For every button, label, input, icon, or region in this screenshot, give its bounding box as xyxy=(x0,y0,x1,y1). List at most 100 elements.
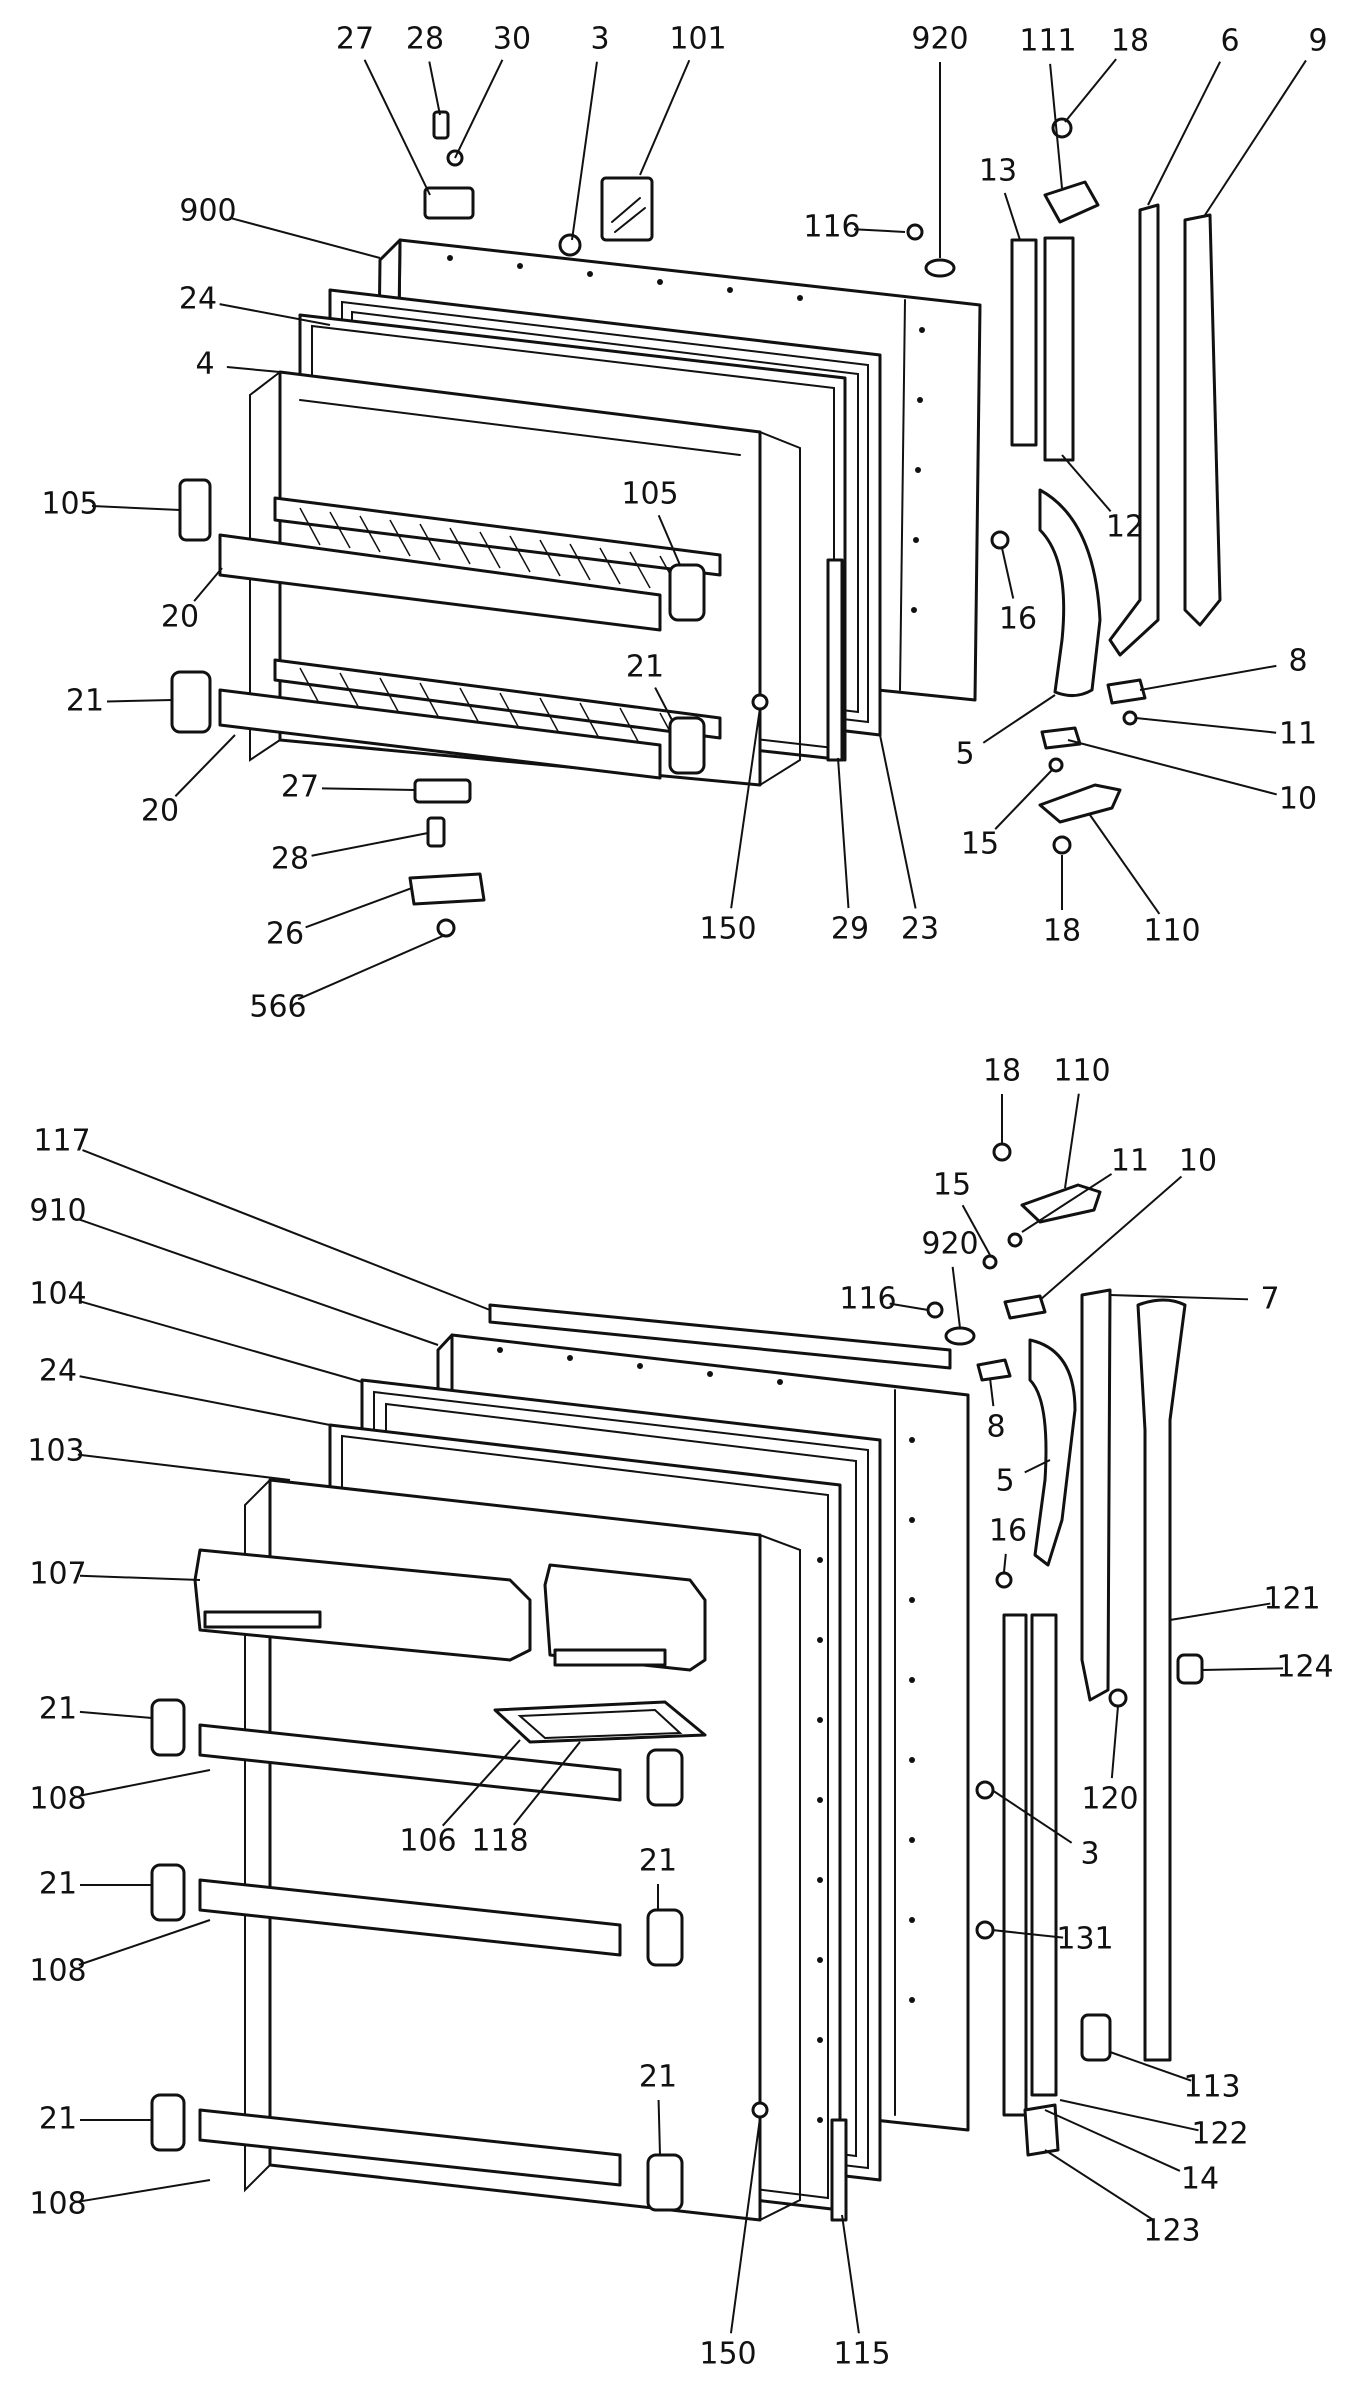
callout-leader-900 xyxy=(228,216,381,259)
shelf-retainer-left-3 xyxy=(150,2093,186,2152)
dairy-door-left xyxy=(193,1548,532,1662)
callout-label: 18 xyxy=(983,1054,1021,1089)
gasket-strip-115 xyxy=(830,2118,848,2222)
callout-label: 21 xyxy=(639,1844,677,1879)
callout-leader-21 xyxy=(654,687,673,721)
callout-leader-116 xyxy=(853,228,906,233)
callout-label: 21 xyxy=(39,2102,77,2137)
callout-leader-110 xyxy=(1064,1093,1080,1189)
callout-label: 101 xyxy=(669,22,726,57)
callout-leader-5 xyxy=(1024,1459,1051,1474)
fresh-food-door-assembly xyxy=(150,1142,1204,2222)
cap-113 xyxy=(1080,2013,1112,2062)
door-liner xyxy=(218,370,801,787)
screw-15 xyxy=(1048,757,1064,773)
callout-leader-566 xyxy=(297,934,446,1001)
callout-label: 21 xyxy=(39,1692,77,1727)
callout-leader-122 xyxy=(1059,2099,1199,2132)
callout-label: 27 xyxy=(336,22,374,57)
screw-120 xyxy=(1108,1688,1128,1708)
callout-leader-28 xyxy=(428,61,441,116)
shelf-retainer-right-lower xyxy=(668,716,706,775)
callout-label: 113 xyxy=(1183,2070,1240,2105)
callout-leader-24 xyxy=(219,303,331,326)
callout-label: 106 xyxy=(399,1824,456,1859)
callout-label: 108 xyxy=(29,1954,86,1989)
hinge-plate-26 xyxy=(408,872,486,906)
shelf-retainer-right-2 xyxy=(646,1908,684,1967)
hinge-cover-110 xyxy=(1038,783,1122,824)
callout-label: 27 xyxy=(281,770,319,805)
callout-leader-131 xyxy=(991,1929,1064,1939)
callout-leader-10 xyxy=(1039,1175,1183,1301)
hinge-pin-28 xyxy=(426,816,446,848)
trim-12 xyxy=(1043,236,1075,462)
callout-leader-106 xyxy=(441,1739,521,1827)
callout-leader-113 xyxy=(1109,2051,1192,2082)
callout-label: 21 xyxy=(39,1867,77,1902)
screw-11 xyxy=(1122,710,1138,726)
callout-leader-30 xyxy=(454,59,504,159)
callout-label: 8 xyxy=(986,1410,1005,1445)
shelf-retainer-left-upper xyxy=(178,478,212,542)
callout-label: 121 xyxy=(1263,1582,1320,1617)
callout-leader-3 xyxy=(991,1789,1073,1844)
callout-label: 117 xyxy=(33,1124,90,1159)
callout-leader-103 xyxy=(77,1453,291,1481)
door-shelf-2 xyxy=(198,1878,622,1957)
callout-leader-9 xyxy=(1204,59,1307,216)
butter-tray-trim xyxy=(493,1700,707,1744)
screw-116-fresh xyxy=(926,1301,944,1319)
callout-label: 5 xyxy=(955,737,974,772)
handle-trim-6 xyxy=(1108,203,1160,657)
screw-16 xyxy=(990,530,1010,550)
callout-leader-107 xyxy=(79,1574,201,1581)
callout-leader-3 xyxy=(571,61,598,241)
callout-label: 920 xyxy=(921,1227,978,1262)
callout-label: 18 xyxy=(1111,24,1149,59)
callout-leader-115 xyxy=(841,2214,860,2334)
callout-label: 4 xyxy=(195,347,214,382)
hinge-plate-upper xyxy=(423,186,475,220)
callout-leader-16 xyxy=(1003,1553,1007,1573)
callout-leader-121 xyxy=(1169,1602,1271,1621)
callout-leader-7 xyxy=(1109,1294,1249,1301)
callout-leader-12 xyxy=(1061,454,1112,512)
callout-leader-111 xyxy=(1049,63,1063,189)
door-shelf-3 xyxy=(198,2108,622,2187)
callout-leader-123 xyxy=(1044,2149,1155,2221)
callout-leader-29 xyxy=(837,757,850,909)
callout-label: 3 xyxy=(1080,1837,1099,1872)
callout-leader-150 xyxy=(729,2117,761,2334)
callout-leader-108 xyxy=(79,2179,211,2203)
callout-label: 20 xyxy=(161,600,199,635)
hinge-cap-111 xyxy=(1043,180,1100,224)
callout-leader-104 xyxy=(78,1300,363,1383)
callout-leader-15 xyxy=(961,1204,991,1256)
hinge-cover-110-fresh xyxy=(1020,1183,1102,1224)
callout-label: 900 xyxy=(179,194,236,229)
callout-label: 16 xyxy=(999,602,1037,637)
callout-label: 28 xyxy=(406,22,444,57)
callout-label: 107 xyxy=(29,1557,86,1592)
callout-label: 23 xyxy=(901,912,939,947)
callout-label: 566 xyxy=(249,990,306,1025)
screw-116 xyxy=(906,223,924,241)
callout-label: 8 xyxy=(1288,644,1307,679)
screw-18-lower xyxy=(1052,835,1072,855)
callout-label: 11 xyxy=(1111,1144,1149,1179)
door-shelf-1 xyxy=(198,1723,622,1802)
callout-leader-21 xyxy=(657,2099,661,2156)
screw-150-fresh xyxy=(751,2101,769,2119)
callout-leader-117 xyxy=(82,1149,491,1311)
shelf-retainer-left-lower xyxy=(170,670,212,734)
plug-131 xyxy=(975,1920,995,1940)
callout-label: 115 xyxy=(833,2337,890,2372)
plug-3 xyxy=(558,233,582,257)
callout-leader-13 xyxy=(1003,192,1021,241)
callout-label: 11 xyxy=(1279,717,1317,752)
callout-label: 108 xyxy=(29,1782,86,1817)
callout-label: 18 xyxy=(1043,914,1081,949)
callout-leader-lines xyxy=(77,58,1307,2334)
